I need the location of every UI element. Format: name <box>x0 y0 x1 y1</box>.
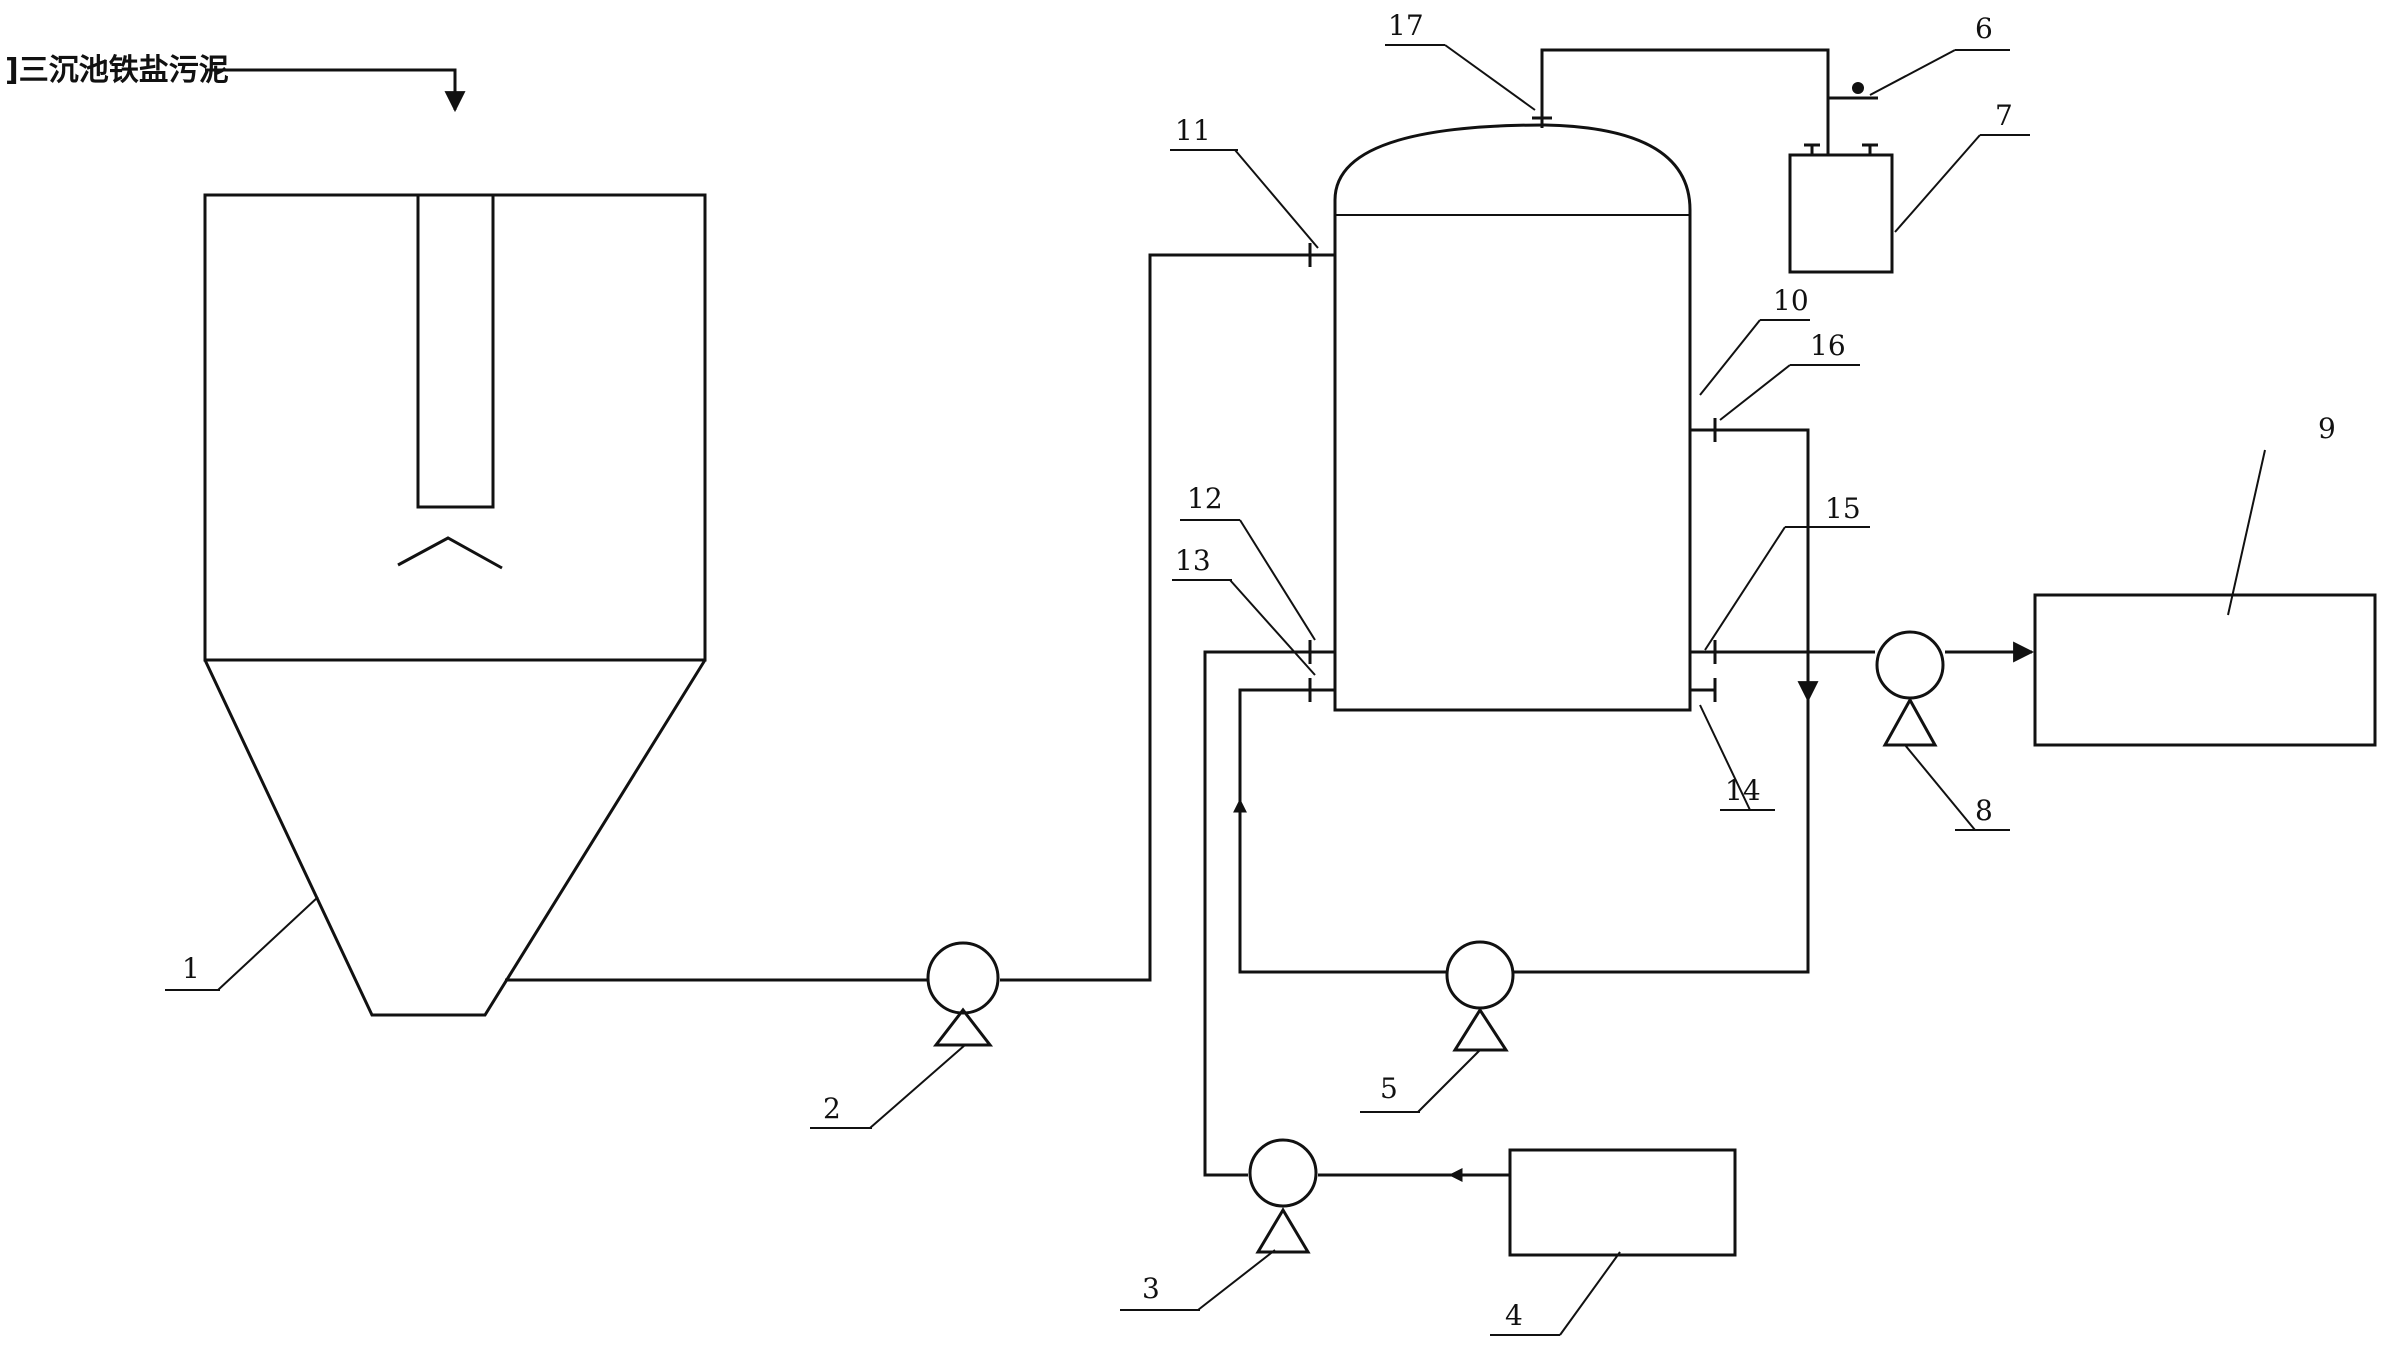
label-8: 8 <box>1975 794 1993 827</box>
leader-14 <box>1699 704 1751 811</box>
nozzle-11 <box>1308 243 1335 267</box>
leader-3 <box>1197 1249 1276 1311</box>
pump-5 <box>1445 940 1515 1052</box>
leader-4 <box>1559 1251 1621 1336</box>
label-16: 16 <box>1810 329 1846 362</box>
label-14: 14 <box>1725 774 1761 807</box>
product-tank-9 <box>2033 593 2377 747</box>
label-13: 13 <box>1175 544 1211 577</box>
leader-9 <box>2227 449 2266 616</box>
leader-17 <box>1444 44 1536 111</box>
label-3: 3 <box>1142 1272 1160 1305</box>
leader-10 <box>1699 319 1761 396</box>
label-2: 2 <box>823 1092 841 1125</box>
nozzle-14 <box>1690 678 1717 702</box>
recirculation-line <box>1715 428 1819 703</box>
label-6: 6 <box>1975 12 1993 45</box>
leader-12 <box>1239 519 1316 641</box>
valve-6 <box>1828 82 1878 100</box>
nozzle-17 <box>1532 105 1552 128</box>
dosing-tank-4 <box>1508 1148 1737 1257</box>
label-1: 1 <box>182 952 200 985</box>
pipe-pump2-to-reactor <box>1000 253 1310 982</box>
label-17: 17 <box>1388 9 1424 42</box>
leader-7 <box>1894 134 1981 233</box>
leader-11 <box>1234 149 1319 249</box>
nozzle-16 <box>1690 418 1717 442</box>
recirculation-to-13 <box>1238 688 1448 974</box>
pump-2 <box>926 941 1000 1047</box>
leader-6 <box>1869 49 1956 96</box>
inlet-pipe <box>205 68 466 113</box>
nozzle-12 <box>1308 640 1335 664</box>
leader-2 <box>869 1044 966 1129</box>
collection-vessel-7 <box>1788 143 1894 274</box>
leader-16 <box>1719 364 1791 421</box>
leader-5 <box>1417 1049 1481 1113</box>
recirculation-return <box>1512 700 1810 974</box>
inlet-label: ]三沉池铁盐污泥 <box>5 53 229 88</box>
leader-13 <box>1229 579 1316 676</box>
leader-1 <box>217 896 319 991</box>
pump-8 <box>1875 630 1945 747</box>
pump-3 <box>1248 1138 1318 1254</box>
label-9: 9 <box>2318 412 2336 445</box>
label-12: 12 <box>1187 482 1223 515</box>
label-10: 10 <box>1773 284 1809 317</box>
label-15: 15 <box>1825 492 1861 525</box>
label-4: 4 <box>1505 1299 1523 1332</box>
leader-15 <box>1704 526 1786 651</box>
sludge-thickening-tank <box>203 193 707 1017</box>
nozzle-13 <box>1308 678 1335 702</box>
nozzle-15 <box>1690 640 1717 664</box>
gas-line <box>1540 48 1830 155</box>
label-5: 5 <box>1380 1072 1398 1105</box>
label-7: 7 <box>1995 99 2013 132</box>
reactor-vessel <box>1333 123 1692 712</box>
label-11: 11 <box>1175 114 1211 147</box>
leader-8 <box>1904 744 1976 831</box>
dosing-line <box>1203 650 1310 1177</box>
